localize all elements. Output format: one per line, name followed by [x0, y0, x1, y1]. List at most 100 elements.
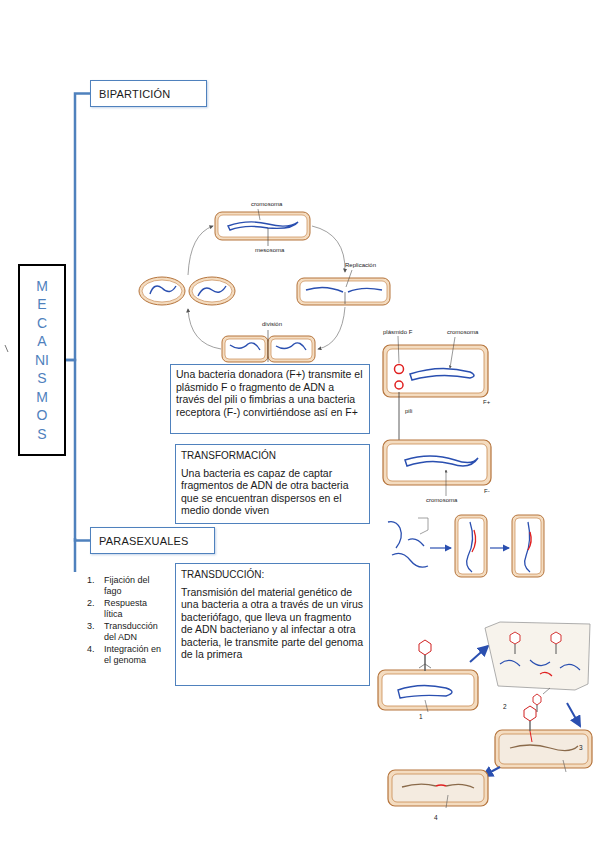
- phage-tail: [529, 721, 530, 731]
- part-label: pili: [405, 408, 412, 415]
- chromosome: [228, 222, 298, 230]
- chromosome: [405, 456, 478, 466]
- cell-membrane: [142, 280, 182, 302]
- dna-fragment: [392, 553, 428, 567]
- cell-wall: [297, 278, 390, 305]
- cycle-arrow: [312, 226, 345, 272]
- conjugation: [383, 336, 491, 496]
- box-text: PARASEXUALES: [99, 535, 189, 547]
- cell-membrane: [387, 444, 487, 481]
- callout-number: 1: [419, 713, 423, 720]
- mesosome: [345, 292, 346, 304]
- cell-remnant: [418, 518, 428, 534]
- chromosome: [306, 287, 382, 292]
- part-label: F+: [483, 399, 490, 406]
- cell-wall: [495, 730, 592, 768]
- cell-wall: [222, 336, 268, 362]
- phage-head: [533, 694, 541, 705]
- description-box: TRANSFORMACIÓN Una bacteria es capaz de c…: [175, 444, 370, 524]
- list-item: Respuesta lítica: [104, 598, 164, 620]
- callout-number: 4: [434, 814, 438, 821]
- dna-fragment: [500, 660, 580, 670]
- chromosome: [398, 685, 452, 698]
- cell-wall: [189, 277, 235, 305]
- phage-head: [419, 640, 431, 655]
- mesosome: [268, 228, 269, 246]
- phage-tail: [424, 655, 425, 671]
- part-label: mesosoma: [255, 247, 284, 254]
- process-arrow: [430, 547, 451, 548]
- cell-wall: [512, 515, 544, 577]
- part-label: F-: [484, 488, 490, 495]
- box-text: Una bacteria donadora (F+) transmite el …: [176, 368, 364, 418]
- bracket-connector: [66, 360, 90, 541]
- cell-membrane: [300, 281, 387, 302]
- foreign-dna: [472, 530, 476, 552]
- part-label: cromosoma: [447, 329, 478, 336]
- cell-wall: [215, 212, 310, 240]
- cycle-arrow: [188, 309, 221, 349]
- dna-fragment: [408, 539, 424, 546]
- cell-membrane: [218, 215, 307, 237]
- part-label: cromosoma: [426, 497, 457, 504]
- cycle-arrow: [188, 226, 213, 275]
- mesosome: [563, 760, 566, 772]
- part-label: plásmido F: [383, 329, 412, 336]
- leader-line: [446, 470, 447, 496]
- foreign-dna: [528, 532, 531, 550]
- cell-wall: [388, 770, 488, 806]
- mesosome: [425, 700, 428, 712]
- box-heading: TRANSFORMACIÓN: [181, 450, 364, 463]
- cell-wall: [139, 277, 185, 305]
- tick-mark: [5, 345, 8, 352]
- leader-line: [346, 270, 352, 287]
- part-label: división: [262, 321, 282, 328]
- box-text: Una bacteria es capaz de captar fragment…: [181, 467, 364, 517]
- list-item: 4.: [87, 644, 101, 655]
- box-text: Transmisión del material genético de una…: [181, 586, 364, 661]
- cell-wall: [378, 670, 478, 710]
- fission-cycle: [139, 209, 390, 362]
- cell-membrane: [499, 734, 588, 764]
- dna-fragment: [540, 672, 552, 676]
- phage-tail: [556, 644, 557, 654]
- callout-number: 3: [579, 744, 583, 751]
- description-box: TRANSDUCCIÓN:Transmisión del material ge…: [175, 563, 370, 686]
- cell-membrane: [392, 774, 484, 802]
- phage-fibers: [419, 664, 431, 668]
- list-item: Transducción del ADN: [104, 621, 162, 643]
- transformation: [388, 515, 544, 577]
- injected-dna: [530, 731, 532, 742]
- bracket-connector: [66, 94, 90, 361]
- cell-membrane: [458, 518, 484, 574]
- description-box: Una bacteria donadora (F+) transmite el …: [170, 364, 370, 434]
- process-arrow: [490, 547, 509, 548]
- phage-tail: [537, 705, 538, 712]
- list-item: 3.: [87, 621, 101, 632]
- process-arrow: [567, 703, 580, 726]
- chromosome: [410, 368, 474, 380]
- cell-membrane: [192, 280, 232, 302]
- integrated-dna: [436, 785, 446, 786]
- septum: [268, 330, 269, 362]
- chromosome: [467, 522, 473, 572]
- phage-head: [551, 632, 561, 644]
- box-text: BIPARTICIÓN: [99, 88, 170, 100]
- cell-membrane: [387, 349, 484, 393]
- cell-wall: [383, 440, 491, 485]
- list-item: Fijación del fago: [104, 575, 164, 597]
- callout-number: 2: [503, 703, 507, 710]
- cell-wall: [455, 515, 487, 577]
- leader-line: [450, 337, 455, 368]
- part-label: Replicación: [345, 262, 376, 269]
- chromosome: [150, 286, 226, 296]
- list-item: 2.: [87, 598, 101, 609]
- category-box: BIPARTICIÓN: [90, 80, 207, 107]
- category-box: PARASEXUALES: [90, 527, 215, 554]
- leader-line: [543, 688, 550, 694]
- list-item: Integración en el genoma: [104, 644, 164, 666]
- plasmid: [395, 365, 404, 374]
- transduction: [378, 622, 592, 808]
- dna-fragment: [388, 522, 401, 548]
